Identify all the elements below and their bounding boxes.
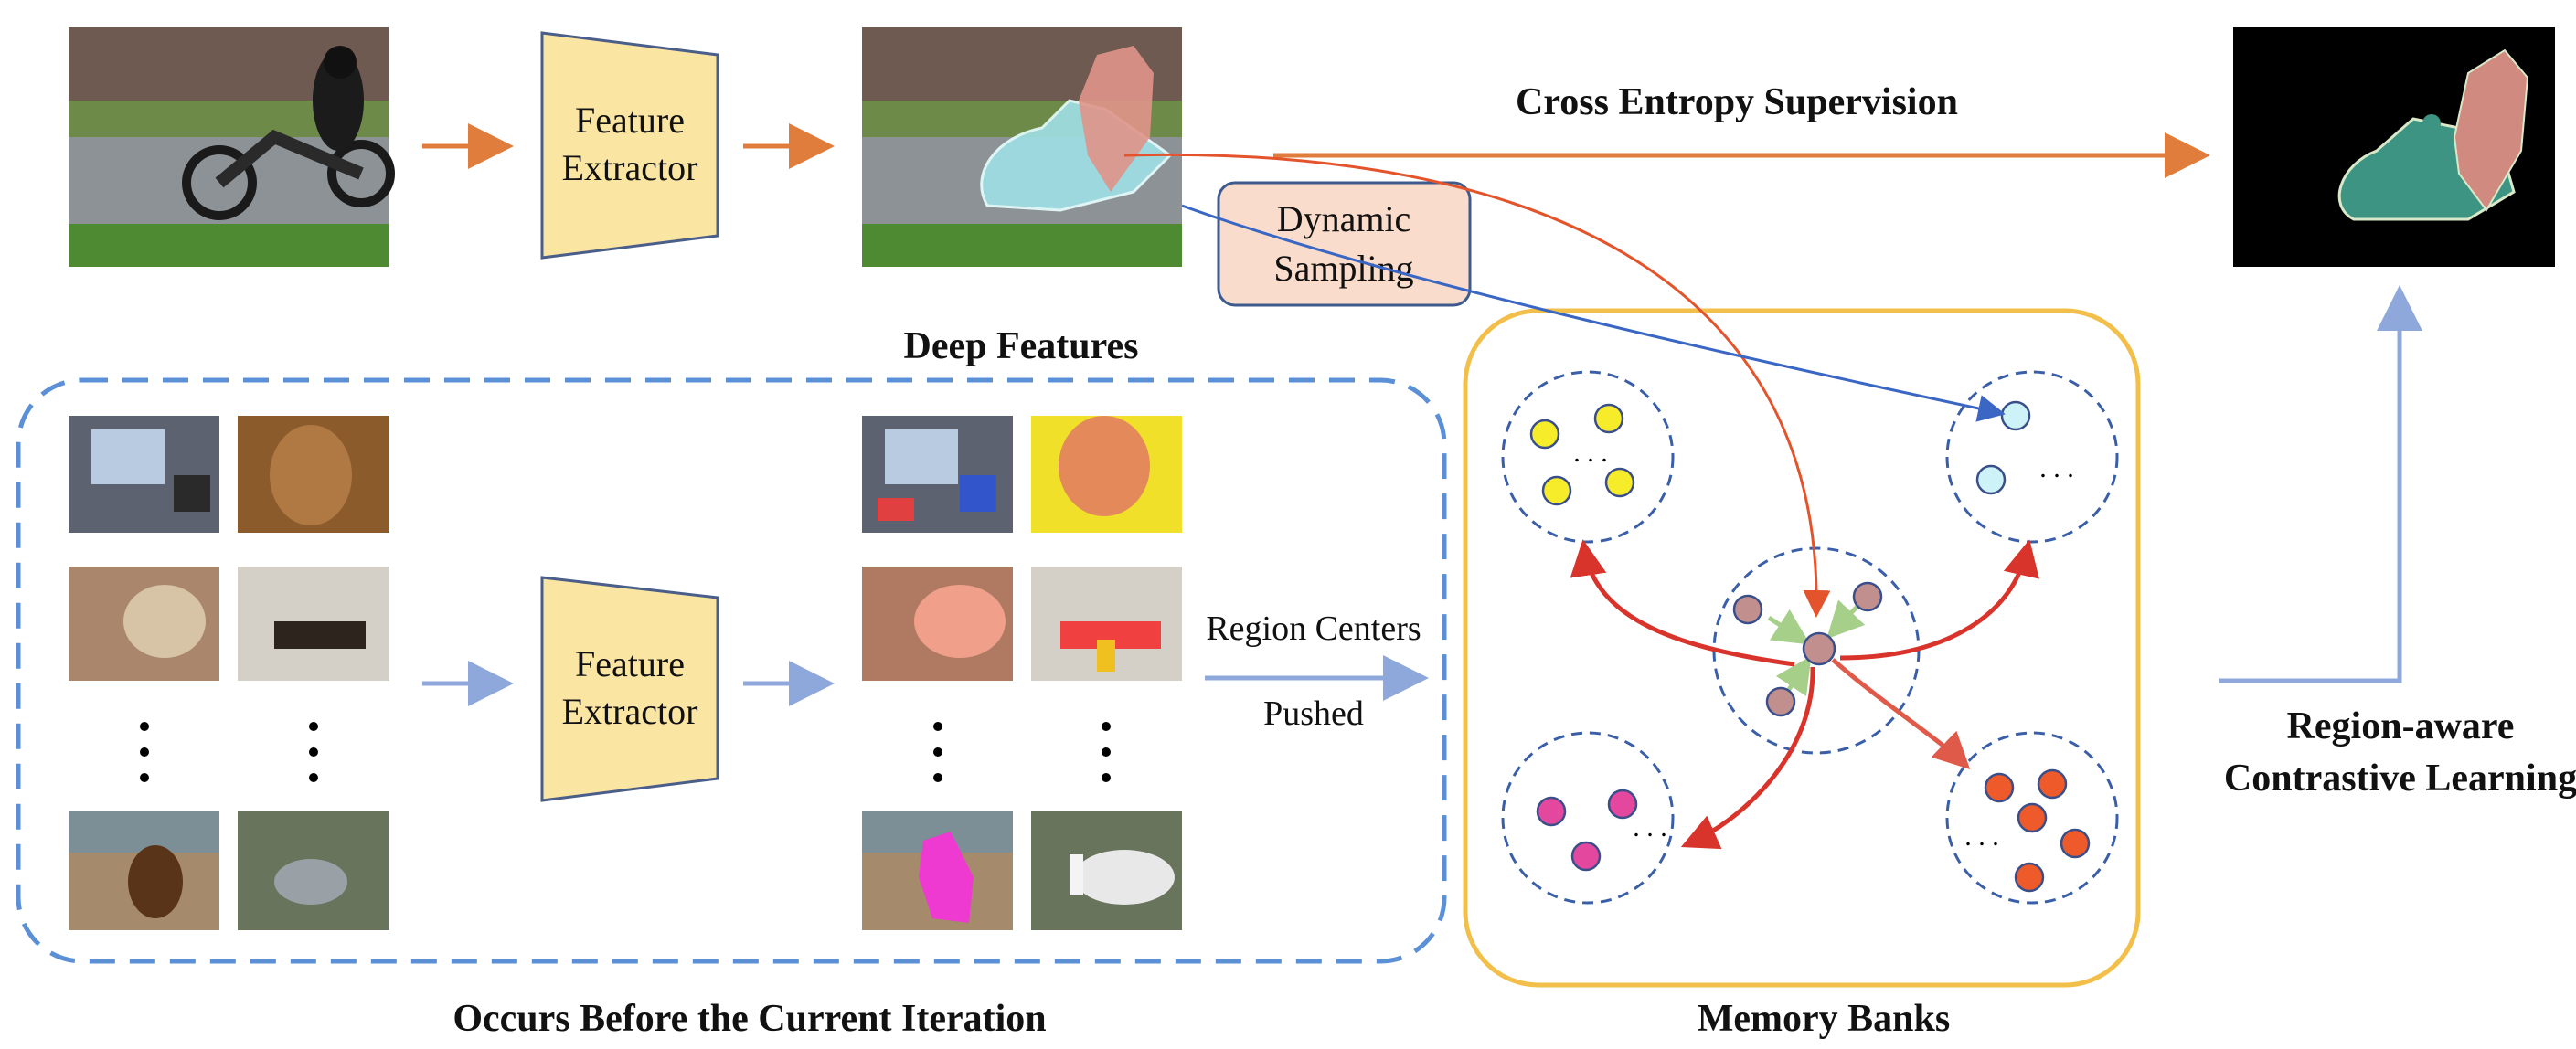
- region-aware-line2: Contrastive Learning: [2224, 758, 2576, 800]
- region-centers-label: Region Centers: [1206, 609, 1421, 648]
- motorcycle-photo: [69, 27, 395, 267]
- dynamic-sampling-box: Dynamic Sampling: [1217, 181, 1472, 307]
- feature-extractor-bottom-line1: Feature: [575, 643, 685, 684]
- motorcycle-features-photo: [862, 27, 1182, 267]
- dynamic-sampling-line2: Sampling: [1273, 248, 1413, 289]
- region-aware-line1: Region-aware: [2287, 705, 2515, 747]
- segmentation-mask-photo: [2233, 27, 2555, 267]
- history-images-left: [69, 416, 389, 930]
- feature-extractor-bottom-line2: Extractor: [562, 691, 698, 732]
- history-images-right: [862, 416, 1182, 930]
- feature-extractor-top-line1: Feature: [575, 100, 685, 141]
- cluster-orange-ellipsis: . . .: [1964, 821, 1999, 852]
- cross-entropy-label: Cross Entropy Supervision: [1516, 81, 1958, 123]
- cluster-cyan: . . .: [1945, 370, 2119, 544]
- feature-extractor-top-line2: Extractor: [562, 147, 698, 188]
- history-region-border: [16, 377, 1447, 964]
- cluster-cyan-ellipsis: . . .: [2039, 453, 2074, 483]
- pushed-label: Pushed: [1263, 694, 1364, 733]
- red-link-features-to-center: [1123, 153, 1831, 618]
- feature-extractor-top: Feature Extractor: [540, 31, 719, 260]
- memory-banks-label: Memory Banks: [1698, 998, 1951, 1040]
- dynamic-sampling-line1: Dynamic: [1277, 198, 1411, 239]
- cluster-magenta: . . .: [1501, 731, 1675, 905]
- dots-right: [933, 722, 1111, 782]
- blue-link-features-to-cyan: [1181, 204, 2006, 422]
- cluster-orange: . . .: [1945, 731, 2119, 905]
- deep-features-label: Deep Features: [904, 325, 1139, 367]
- cluster-yellow-ellipsis: . . .: [1573, 438, 1608, 468]
- feature-extractor-bottom: Feature Extractor: [540, 576, 719, 802]
- contrastive-push-arrows: [1570, 539, 2039, 850]
- memory-banks-border: [1463, 308, 2141, 988]
- cluster-magenta-ellipsis: . . .: [1633, 812, 1667, 842]
- cluster-yellow: . . .: [1501, 370, 1675, 544]
- arrow-contrastive-to-output: [2219, 285, 2422, 683]
- occurs-before-label: Occurs Before the Current Iteration: [452, 998, 1046, 1040]
- dots-left: [140, 722, 318, 782]
